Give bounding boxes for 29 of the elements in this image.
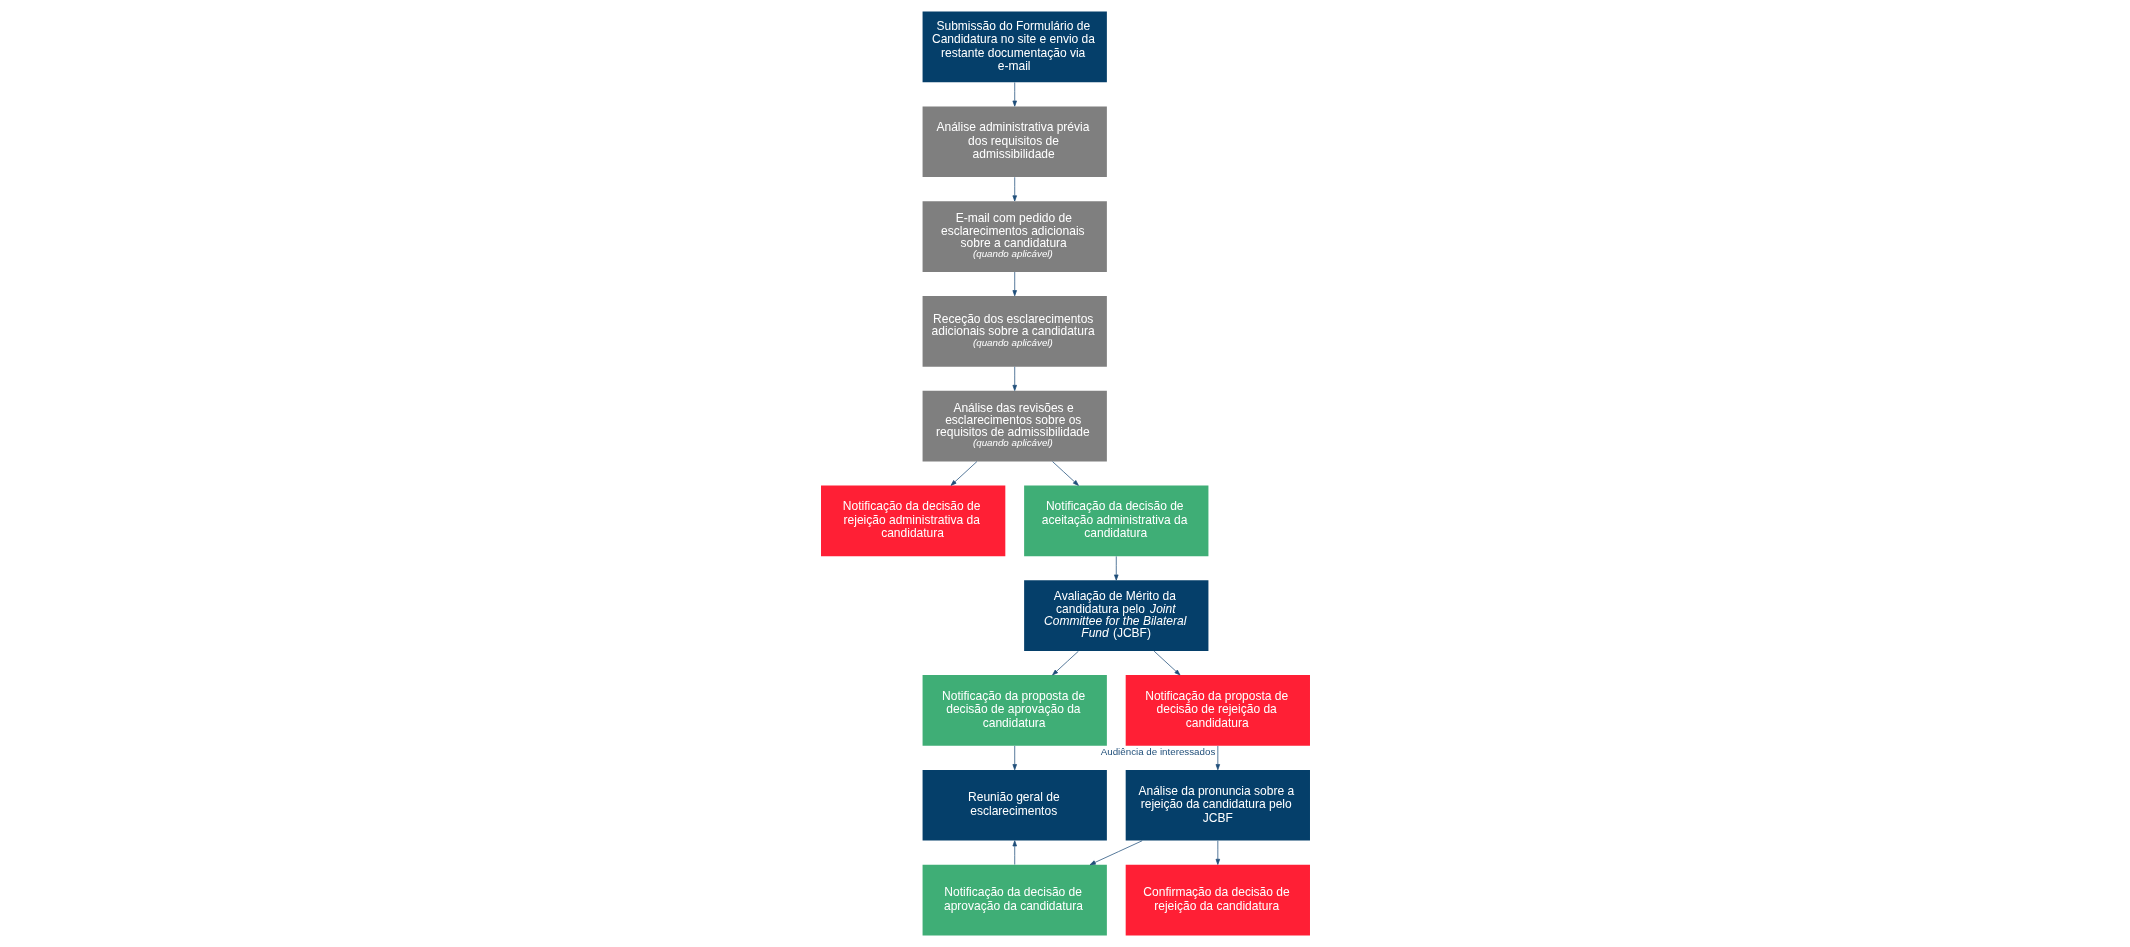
node-box: Notificação da decisão de rejeição administrativa da candidatura [820,485,1005,557]
node-box: Notificação da proposta de decisão de rejeição da candidatura [1125,675,1310,746]
node-box: Confirmação da decisão de rejeição da candidatura [1125,864,1310,936]
node-box: Receção dos esclarecimentos adicionais sobre a candidatura (quando aplicável) [922,295,1107,367]
arrow [1089,840,1143,866]
node-box: E-mail com pedido de esclarecimentos adicionais sobre a candidatura (quando aplicável) [922,201,1107,272]
arrow [1113,556,1118,581]
arrow [1215,840,1220,865]
arrow [1012,176,1017,202]
arrow [1012,366,1017,391]
arrow [1215,745,1220,771]
node-box: Avaliação de Mérito da candidatura pelo Joint Committee for the Bilateral Fund (JCBF) [1023,580,1208,652]
arrow [1012,745,1017,771]
node-box: Notificação da decisão de aceitação administrativa da candidatura [1023,485,1208,557]
arrow [1012,840,1017,865]
node-box: Análise administrativa prévia dos requisitos de admissibilidade [922,106,1107,178]
node-box: Reunião geral de esclarecimentos [922,769,1107,841]
arrow [1012,271,1017,297]
arrow [950,461,977,486]
edge-label: Audiência de interessados [1100,746,1215,758]
arrow [1051,650,1079,676]
arrow [1153,650,1180,676]
node-box: Submissão do Formulário de Candidatura no site e envio da restante documentação via e-mail [922,11,1107,83]
node-box: Notificação da decisão de aprovação da candidatura [922,864,1107,936]
node-box: Análise das revisões e esclarecimentos sobre os requisitos de admissibilidade (quando aplicável) [922,390,1107,462]
arrow [1051,461,1079,486]
arrow [1012,82,1017,107]
node-box: Notificação da proposta de decisão de aprovação da candidatura [922,675,1107,746]
node-box: Análise da pronuncia sobre a rejeição da candidatura pelo JCBF [1125,769,1310,841]
